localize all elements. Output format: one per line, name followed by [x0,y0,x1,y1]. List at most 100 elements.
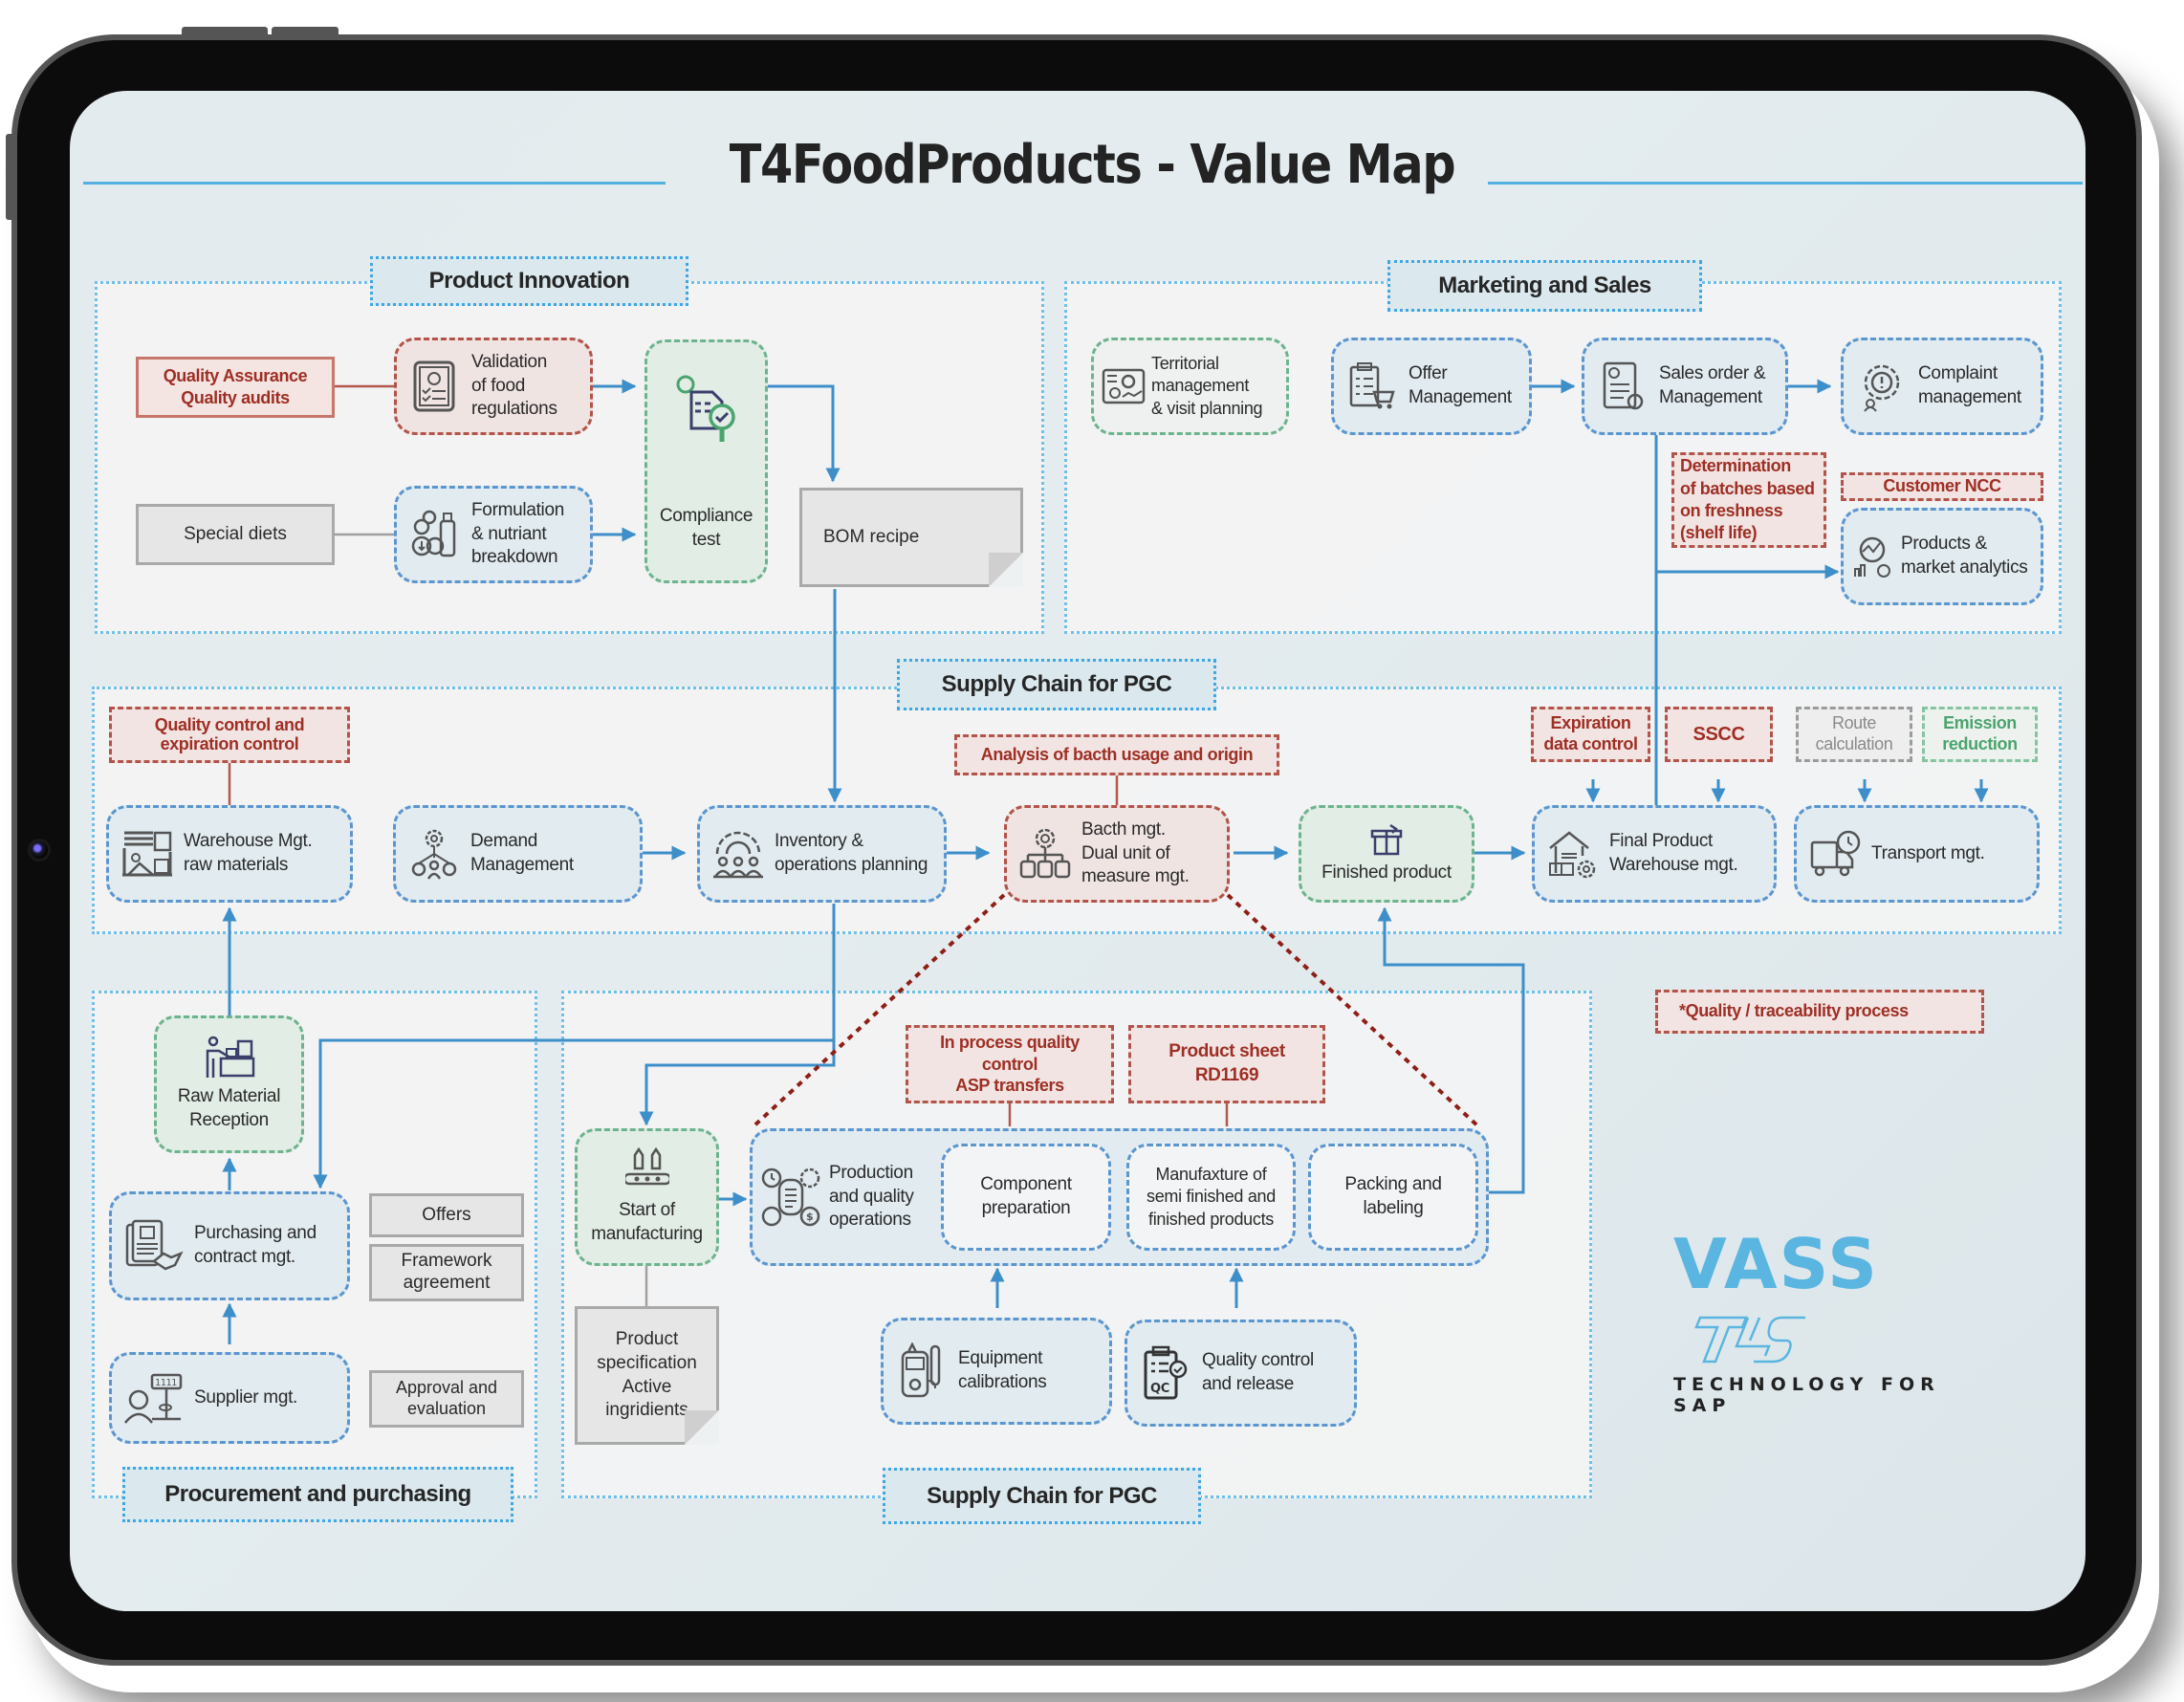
reception-desk-icon [204,1036,255,1080]
title-rule-left [83,182,666,185]
node-validation-food-regulations[interactable]: Validation of food regulations [394,338,593,435]
nutrients-icon [408,508,462,561]
territory-map-icon [1102,360,1146,413]
qc-clipboard-icon: QC [1139,1345,1192,1400]
node-compliance-test[interactable]: Compliance test [644,339,768,583]
compliance-inspect-icon [668,371,745,447]
t4s-mark-icon [1687,1312,1809,1372]
node-manufacture-products[interactable]: Manufaxture of semi finished and finishe… [1126,1144,1296,1251]
node-start-manufacturing[interactable]: Start of manufacturing [575,1128,719,1266]
approval-evaluation-box: Approval and evaluation [369,1370,524,1428]
node-label: Production and quality operations [829,1162,914,1231]
power-button [6,134,13,220]
volume-button [182,27,268,36]
node-offer-management[interactable]: Offer Management [1331,338,1532,435]
emission-reduction-note: Emission reduction [1922,707,2038,762]
page-fold-icon [989,553,1023,587]
node-label: Finished product [1321,862,1452,883]
framework-agreement-box: Framework agreement [369,1244,524,1301]
warehouse-shelves-icon [120,827,174,881]
node-complaint-management[interactable]: Complaint management [1841,338,2043,435]
warehouse-gear-icon [1546,827,1600,881]
node-territorial-management[interactable]: Territorial management & visit planning [1091,338,1289,435]
node-raw-material-reception[interactable]: Raw Material Reception [154,1015,304,1153]
expiration-data-note: Expiration data control [1531,707,1650,762]
node-label: Packing and labeling [1344,1174,1442,1218]
section-label-product-innovation: Product Innovation [370,256,688,306]
contract-handshake-icon [123,1219,185,1273]
section-label-supply-chain: Supply Chain for PGC [897,659,1216,710]
node-purchasing-contract[interactable]: Purchasing and contract mgt. [109,1191,350,1300]
offer-clipboard-cart-icon [1345,360,1399,413]
node-label: Quality control and release [1202,1350,1314,1394]
node-label: Sales order & Management [1659,363,1766,407]
page-fold-icon [685,1410,719,1445]
production-line-icon [624,1147,669,1193]
route-calculation-note: Route calculation [1796,707,1912,762]
svg-text:1111: 1111 [155,1378,177,1388]
bom-recipe-document[interactable]: BOM recipe [799,488,1023,587]
page-title: T4FoodProducts - Value Map [729,134,1456,196]
node-equipment-calibrations[interactable]: Equipment calibrations [881,1318,1112,1425]
supplier-scale-icon: 1111 [123,1371,185,1425]
production-operations-icon: $ [760,1167,821,1228]
offers-box: Offers [369,1193,524,1237]
node-packing-labeling[interactable]: Packing and labeling [1308,1144,1478,1251]
node-label: Component preparation [980,1174,1072,1218]
sscc-note: SSCC [1665,707,1773,762]
sales-order-document-icon [1596,360,1649,413]
node-label: Transport mgt. [1871,842,1985,863]
special-diets-box: Special diets [136,504,335,565]
node-label: Demand Management [470,831,574,875]
node-final-product-warehouse[interactable]: Final Product Warehouse mgt. [1532,805,1777,903]
node-label: Warehouse Mgt. raw materials [184,831,313,875]
node-label: Start of manufacturing [591,1200,703,1244]
node-quality-control-release[interactable]: QC Quality control and release [1125,1320,1357,1427]
volume-button [272,27,339,36]
node-label: Equipment calibrations [958,1348,1047,1392]
logo-brand: VASS [1673,1224,1880,1304]
node-formulation-nutrient[interactable]: Formulation & nutriant breakdown [394,486,593,583]
node-label: Manufaxture of semi finished and finishe… [1147,1164,1276,1229]
bom-recipe-label: BOM recipe [823,526,920,547]
market-analytics-icon [1851,530,1895,583]
customer-ncc-note: Customer NCC [1841,472,2043,501]
section-label-marketing-sales: Marketing and Sales [1387,260,1702,312]
calibration-device-icon [895,1342,949,1398]
freshness-batches-note: Determination of batches based on freshn… [1671,452,1826,548]
svg-text:$: $ [806,1211,813,1223]
node-component-preparation[interactable]: Component preparation [941,1144,1111,1251]
node-label: Bacth mgt. Dual unit of measure mgt. [1081,818,1190,887]
vass-logo: VASS TECHNOLOGY FOR SAP [1673,1224,1998,1416]
product-specification-document[interactable]: Product specification Active ingridients [575,1306,719,1445]
node-demand-management[interactable]: Demand Management [393,805,643,903]
batch-analysis-note: Analysis of bacth usage and origin [954,734,1279,775]
node-sales-order[interactable]: Sales order & Management [1582,338,1788,435]
demand-network-icon [407,827,461,881]
section-label-manufacturing: Supply Chain for PGC [883,1468,1201,1524]
batch-hierarchy-icon [1018,827,1072,881]
node-transport-management[interactable]: Transport mgt. [1794,805,2040,903]
node-label: Offer Management [1409,363,1512,407]
node-inventory-operations-planning[interactable]: Inventory & operations planning [697,805,947,903]
node-finished-product[interactable]: Finished product [1299,805,1474,903]
product-sheet-note: Product sheet RD1169 [1128,1025,1325,1103]
node-products-market-analytics[interactable]: Products & market analytics [1841,508,2043,605]
node-label: Supplier mgt. [194,1386,298,1407]
qa-audits-note: Quality Assurance Quality audits [136,357,335,418]
checklist-tablet-icon [408,360,462,413]
node-supplier-management[interactable]: 1111 Supplier mgt. [109,1352,350,1444]
section-label-procurement: Procurement and purchasing [122,1467,513,1522]
node-label: Validation of food regulations [471,351,557,420]
node-batch-management[interactable]: Bacth mgt. Dual unit of measure mgt. [1004,805,1230,903]
title-rule-right [1488,182,2083,185]
node-label: Purchasing and contract mgt. [194,1223,317,1267]
inprocess-quality-note: In process quality control ASP transfers [906,1025,1114,1103]
qc-expiration-note: Quality control and expiration control [109,707,350,763]
node-label: Formulation & nutriant breakdown [471,499,565,568]
camera-icon [31,841,48,859]
node-warehouse-raw-materials[interactable]: Warehouse Mgt. raw materials [106,805,353,903]
node-label: Complaint management [1918,363,2021,407]
node-label: Products & market analytics [1901,534,2028,578]
